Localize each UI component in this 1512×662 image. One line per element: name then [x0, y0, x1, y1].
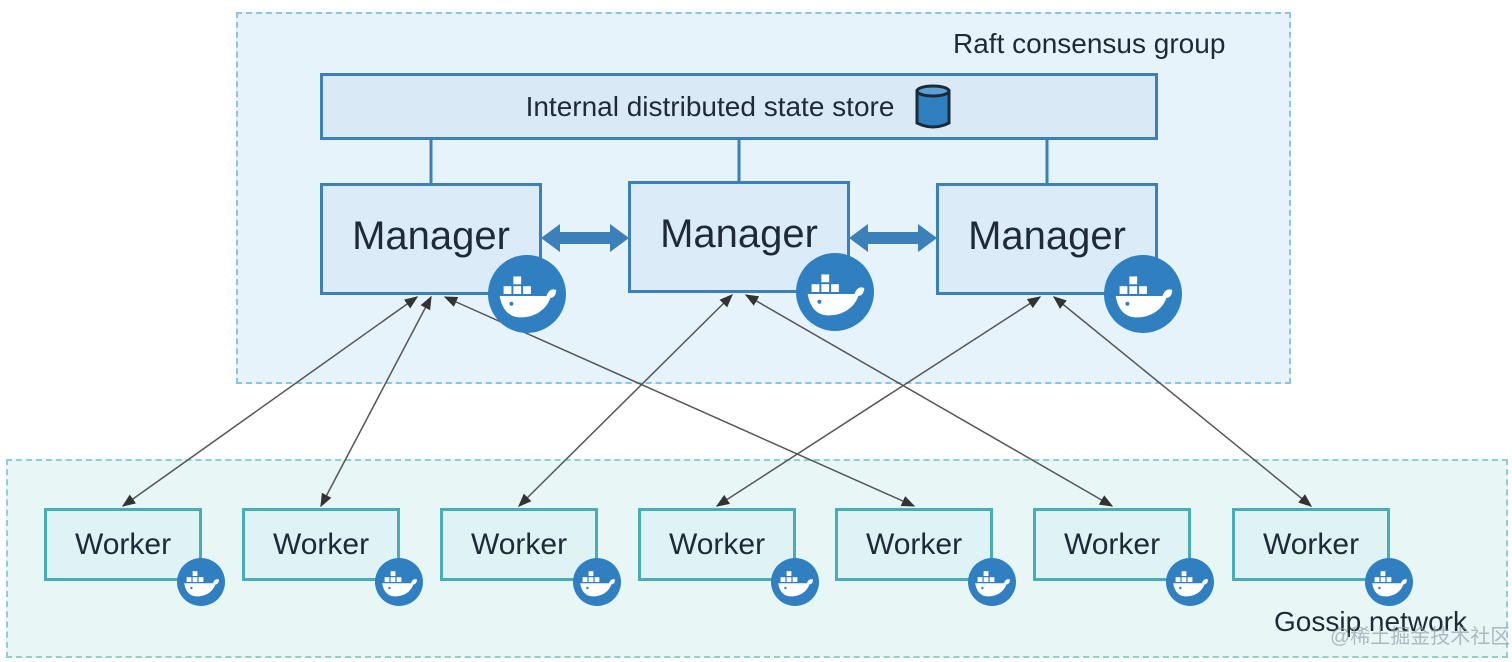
database-icon	[914, 83, 952, 131]
docker-whale-icon	[968, 558, 1016, 606]
worker-node-2: Worker	[242, 508, 400, 581]
manager-label: Manager	[352, 213, 510, 258]
watermark: @稀土掘金技术社区	[1330, 626, 1511, 648]
worker-node-3: Worker	[440, 508, 598, 581]
worker-label: Worker	[1262, 527, 1360, 561]
docker-whale-icon	[771, 558, 819, 606]
worker-label: Worker	[668, 527, 766, 561]
manager-worker-link-4	[518, 294, 733, 507]
manager-label: Manager	[968, 213, 1126, 258]
docker-whale-icon	[177, 558, 225, 606]
worker-label: Worker	[1063, 527, 1161, 561]
manager-worker-link-6	[715, 296, 1042, 507]
docker-whale-icon	[1365, 558, 1413, 606]
state-store: Internal distributed state store	[320, 73, 1158, 140]
manager-sync-arrow-1	[541, 224, 629, 252]
docker-whale-icon	[1104, 255, 1182, 333]
manager-label: Manager	[660, 211, 818, 256]
raft-consensus-group-label: Raft consensus group	[953, 28, 1226, 59]
manager-worker-link-2	[320, 295, 432, 508]
docker-whale-icon	[375, 558, 423, 606]
gossip-network-label: Gossip network	[1274, 606, 1467, 637]
worker-label: Worker	[470, 527, 568, 561]
manager-sync-arrow-2	[849, 224, 937, 252]
manager-node-1: Manager	[320, 183, 542, 295]
docker-whale-icon	[1166, 558, 1214, 606]
worker-node-6: Worker	[1033, 508, 1191, 581]
state-store-label: Internal distributed state store	[525, 90, 895, 122]
docker-whale-icon	[488, 255, 566, 333]
docker-whale-icon	[573, 558, 621, 606]
manager-worker-link-7	[1052, 296, 1313, 507]
manager-worker-link-1	[121, 296, 419, 507]
worker-node-4: Worker	[638, 508, 796, 581]
docker-whale-icon	[796, 253, 874, 331]
worker-node-5: Worker	[835, 508, 993, 581]
worker-label: Worker	[865, 527, 963, 561]
worker-node-1: Worker	[44, 508, 202, 581]
worker-label: Worker	[74, 527, 172, 561]
worker-label: Worker	[272, 527, 370, 561]
worker-node-7: Worker	[1232, 508, 1390, 581]
